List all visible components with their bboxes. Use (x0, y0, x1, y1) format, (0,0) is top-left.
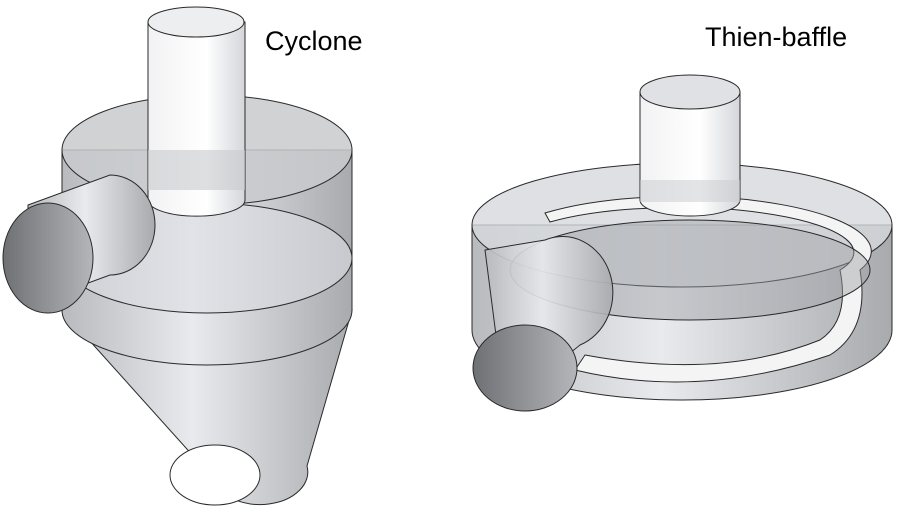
thien-baffle-model (471, 74, 893, 412)
cyclone-label: Cyclone (265, 26, 363, 56)
thien-baffle-label: Thien-baffle (705, 22, 848, 52)
thien-inlet-opening (472, 324, 578, 412)
cyclone-outlet-bottom (169, 444, 261, 506)
cyclone-model (2, 6, 353, 506)
cyclone-inlet-opening (2, 202, 94, 314)
